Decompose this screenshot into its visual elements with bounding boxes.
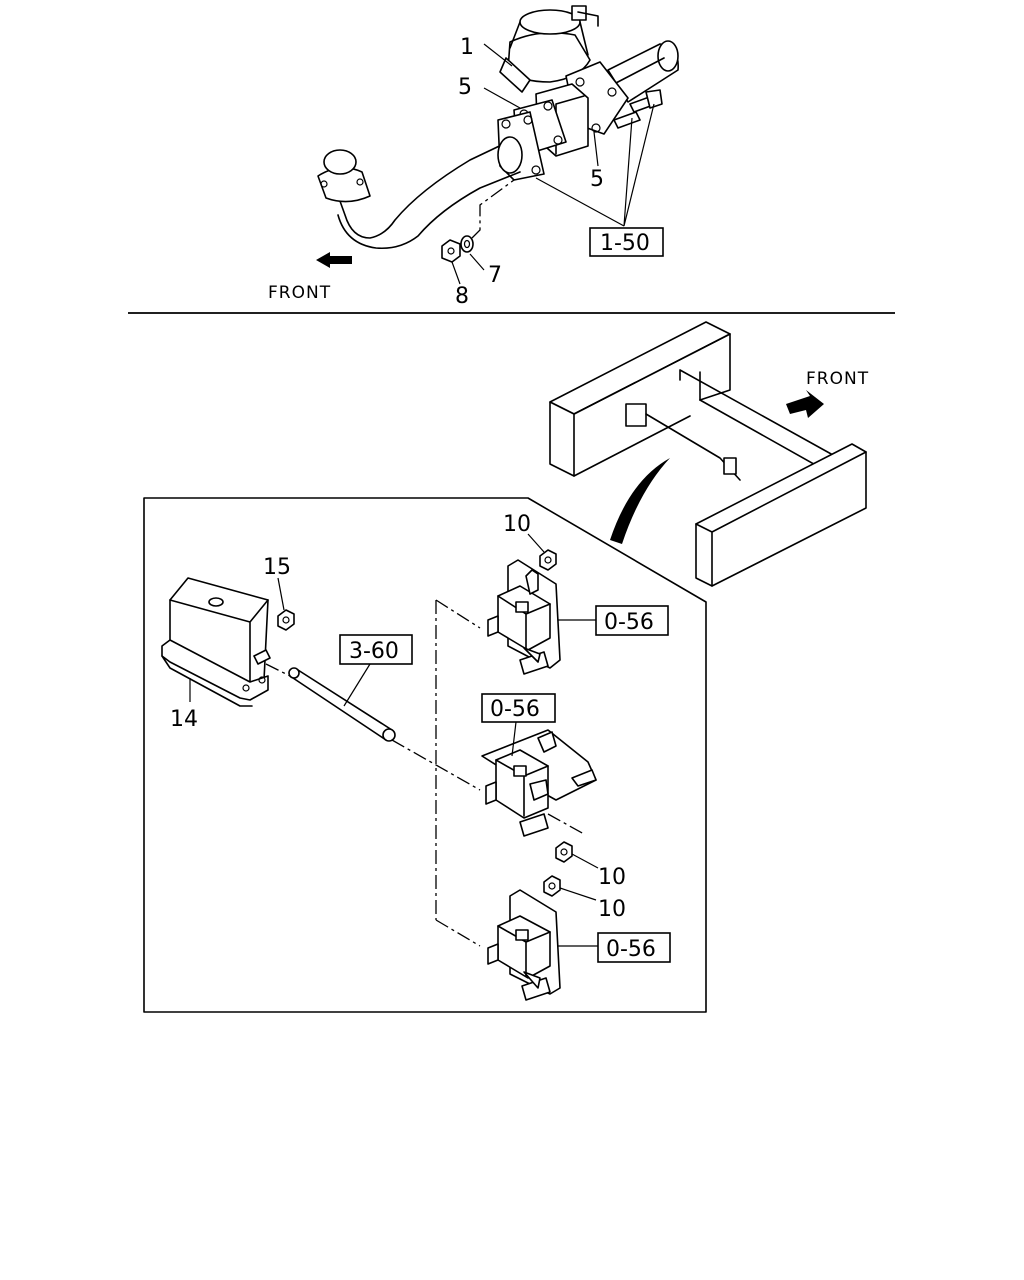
callout-7: 7 [488,263,502,288]
ref-box-1-50-label: 1-50 [600,231,650,256]
ref-box-0-56-lower: 0-56 [597,932,671,963]
frame-overview: FRONT [549,321,869,587]
ref-box-1-50: 1-50 [589,227,664,257]
callout-5-lower: 5 [590,167,604,192]
inlet-pipe [607,40,679,103]
exhaust-pipe [317,136,523,250]
front-label-bottom: FRONT [806,369,869,389]
ref-box-0-56-middle: 0-56 [481,693,556,723]
part-15-nut [277,609,295,631]
ref-box-3-60-label: 3-60 [349,639,399,664]
ref-box-0-56-middle-label: 0-56 [490,697,540,722]
part-10-nut-middle [555,841,573,863]
flange-bolts [613,89,663,129]
callout-8: 8 [455,284,469,309]
top-assembly: 1 5 5 7 8 1-50 FRONT [268,5,679,309]
ref-box-0-56-upper: 0-56 [595,605,669,636]
callout-5-upper: 5 [458,75,472,100]
front-arrow-right-icon [786,390,824,418]
part-14-box [161,577,271,707]
solenoid-valve-middle [481,729,597,837]
front-arrow-left-icon [316,252,352,268]
part-5-gaskets [497,61,629,181]
part-8-nut [441,239,461,263]
callout-10-lower: 10 [598,897,626,922]
ref-box-0-56-lower-label: 0-56 [606,937,656,962]
part-1-canister [499,5,599,93]
part-10-nut-upper [539,549,557,571]
part-7-washer [460,235,474,253]
callout-14: 14 [170,707,198,732]
callout-15: 15 [263,555,291,580]
callout-1: 1 [460,35,474,60]
ref-box-3-60: 3-60 [339,634,413,665]
front-label-top: FRONT [268,283,331,303]
ref-box-0-56-upper-label: 0-56 [604,610,654,635]
detail-box [143,497,707,1013]
callout-10-upper: 10 [503,512,531,537]
solenoid-valve-upper [487,559,561,675]
part-10-nut-lower [543,875,561,897]
solenoid-valve-lower [487,889,561,1001]
callout-10-middle: 10 [598,865,626,890]
hose-3-60 [288,667,396,742]
